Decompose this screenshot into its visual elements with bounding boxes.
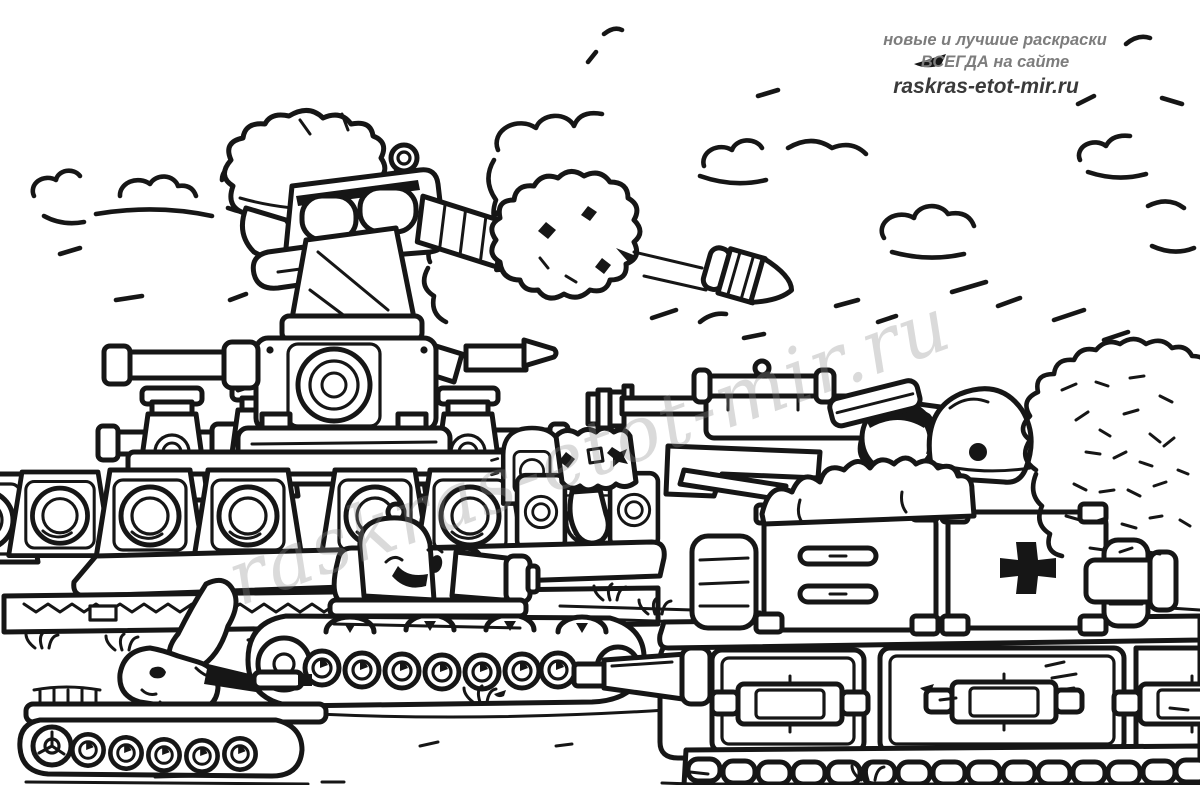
header-text: новые и лучшие раскраски ВСЕГДА на сайте… xyxy=(883,31,1107,98)
gunner-tank xyxy=(17,577,329,785)
creature-gun xyxy=(251,669,305,691)
turret-camo-band xyxy=(759,455,977,527)
helmet-tank xyxy=(571,358,1200,785)
kv44-goggle-right xyxy=(357,185,419,235)
bush xyxy=(1020,336,1200,559)
fired-shell xyxy=(700,245,795,306)
german-helmet xyxy=(926,386,1034,485)
small-tank xyxy=(17,685,329,785)
gunner-creature xyxy=(117,577,312,722)
header-line2: ВСЕГДА на сайте xyxy=(921,53,1069,71)
ground-details xyxy=(153,684,1190,784)
face-tank xyxy=(327,501,541,630)
shell-motion-lines xyxy=(616,248,708,292)
face-tank-eye xyxy=(429,555,443,573)
kv44-side-guns-short xyxy=(101,337,559,391)
helmet-tank-front-gun xyxy=(571,645,713,707)
kv44-tank xyxy=(0,108,1200,719)
kv44-camo-slab xyxy=(492,425,851,574)
turret-cross-emblem xyxy=(1000,542,1056,594)
turret-rear-barrel xyxy=(1083,557,1159,605)
header-line1: новые и лучшие раскраски xyxy=(883,31,1107,49)
face-tank-smile xyxy=(392,566,428,588)
helmet-tank-hull xyxy=(657,613,1200,763)
muzzle-smoke-cloud xyxy=(489,169,643,301)
creature-eye xyxy=(149,666,166,679)
helmet-tank-track xyxy=(660,743,1200,785)
site-url: raskras-etot-mir.ru xyxy=(893,75,1079,98)
kv44-upper-turret xyxy=(227,225,465,433)
